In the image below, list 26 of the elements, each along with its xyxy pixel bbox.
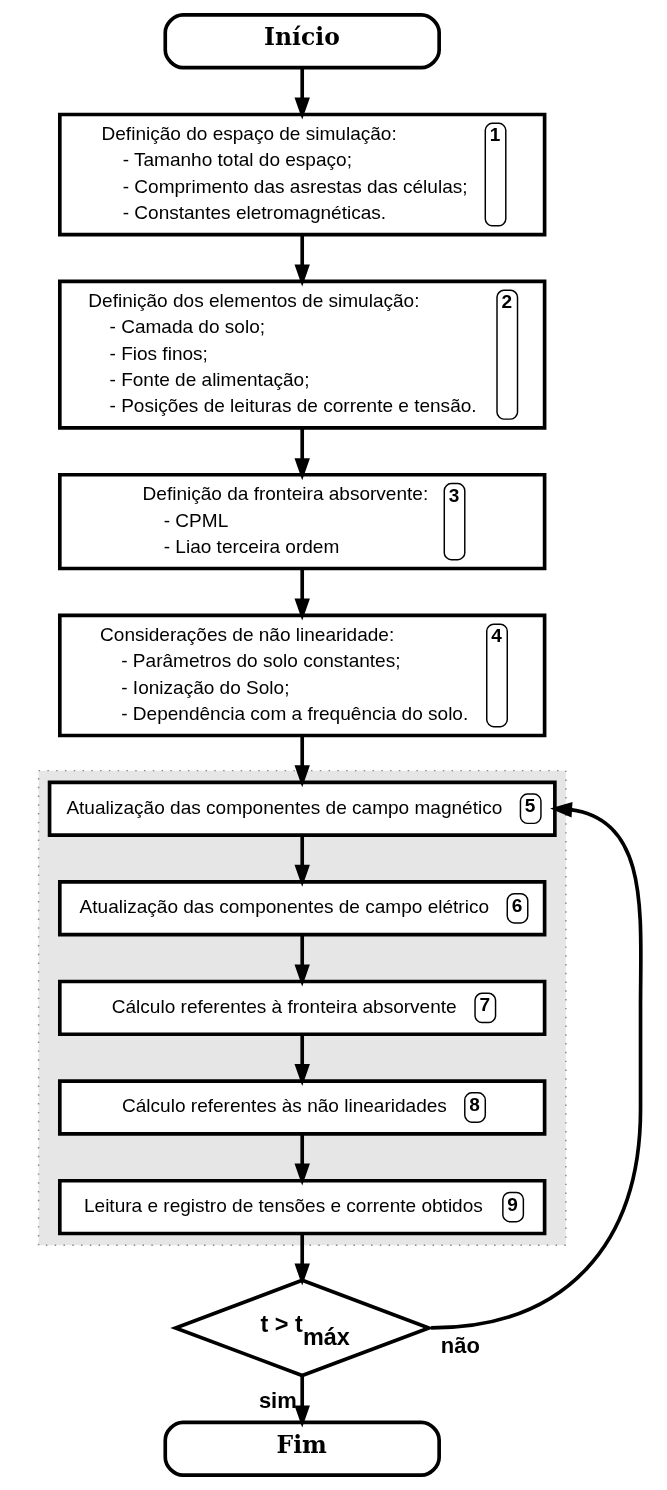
node-box: Definição dos elementos de simulação: 2 - Camada do solo; - Fios finos; - Fonte de alimentação; - Posições de leituras de corrente e tensão. [57, 279, 546, 430]
node-box: Considerações de não linearidade: 4 - Parâmetros do solo constantes; - Ionização do Solo; - Dependência com a frequência do solo. [57, 613, 546, 738]
node-box: Definição do espaço de simulação: 1 - Tamanho total do espaço; - Comprimento das asrestas das células; - Constantes eletromagnéticas. [57, 112, 546, 237]
arrow [294, 568, 310, 621]
edge-label: sim [258, 1387, 297, 1413]
node-box: Atualização das componentes de campo elétrico 6 [57, 880, 546, 937]
node-box: Cálculo referentes às não linearidades 8 [57, 1079, 546, 1136]
node-box: Leitura e registro de tensões e corrente obtidos 9 [57, 1178, 546, 1236]
edge-label: não [440, 1333, 480, 1359]
arrow [294, 235, 310, 287]
arrow [294, 935, 310, 987]
node-box: Cálculo referentes à fronteira absorvente 7 [57, 979, 546, 1037]
node-box: Definição da fronteira absorvente: 3 - CPML - Liao terceira ordem [57, 472, 546, 571]
arrow [294, 428, 310, 481]
arrow [294, 1233, 310, 1286]
node-box: Início [162, 13, 441, 70]
arrow [294, 1034, 310, 1086]
arrow [294, 67, 310, 120]
arrow [294, 835, 310, 887]
arrow [294, 1134, 310, 1186]
node-box: Atualização das componentes de campo magnético 5 [47, 780, 557, 837]
node-box: Fim [162, 1420, 441, 1477]
arrow [430, 802, 643, 1330]
arrow [294, 735, 310, 788]
arrow [294, 1376, 310, 1428]
cluster [37, 769, 567, 1246]
